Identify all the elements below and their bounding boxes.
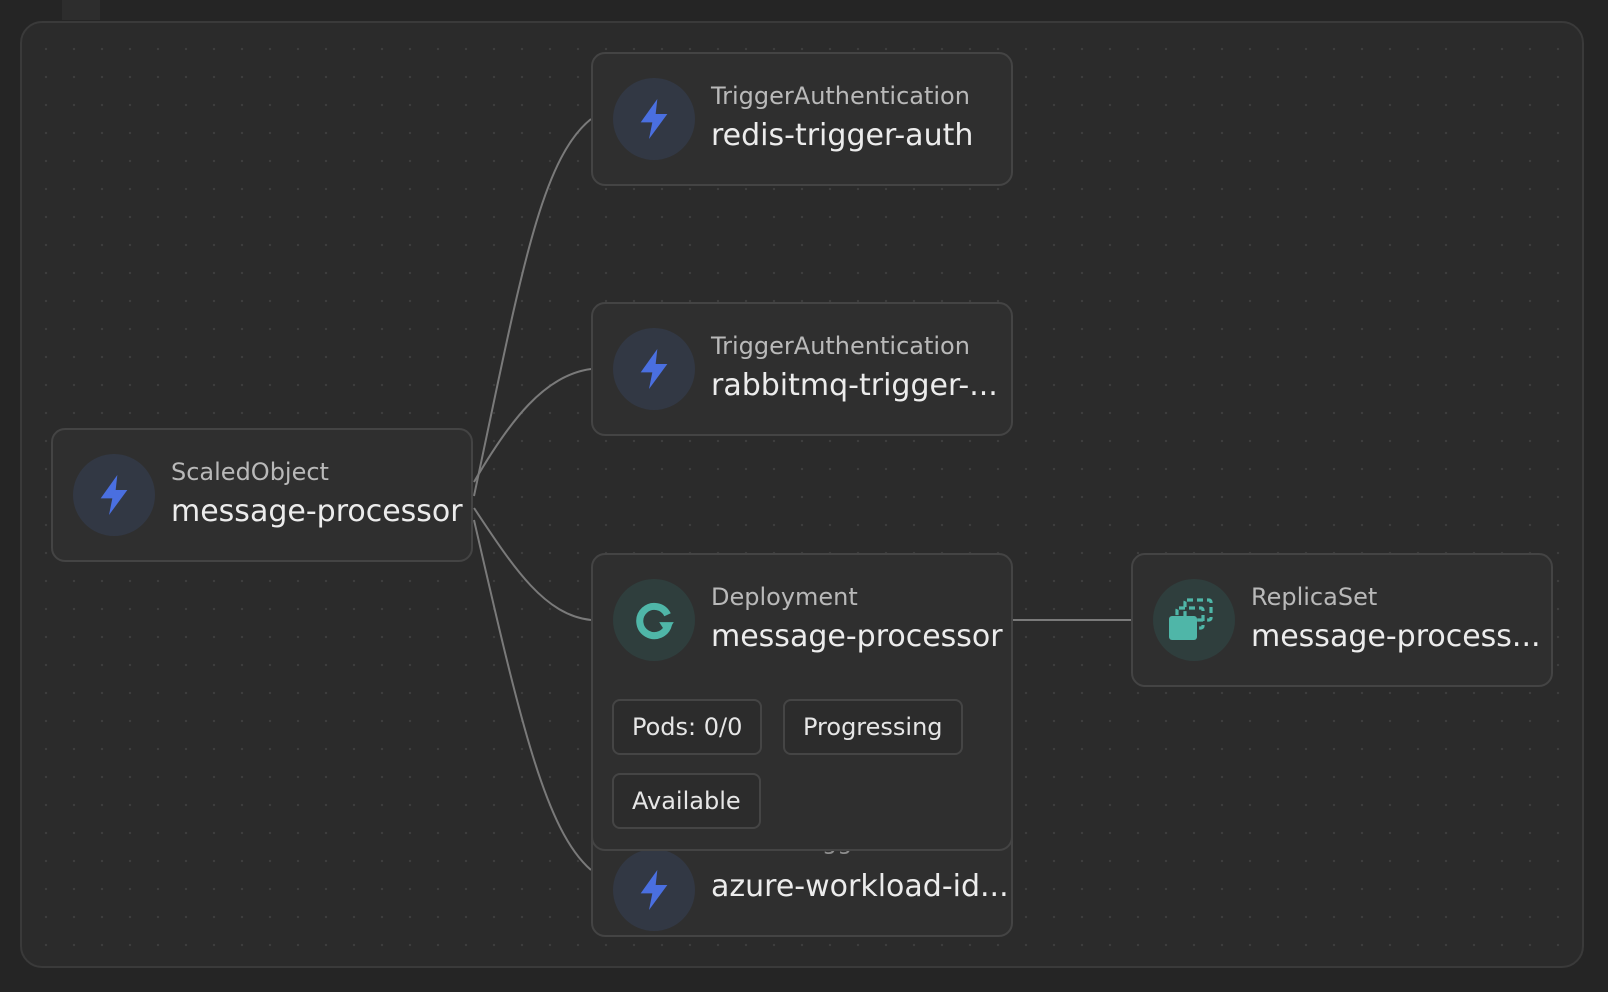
node-kind-label: TriggerAuthentication (711, 82, 970, 110)
node-name: message-process... (1251, 619, 1541, 654)
pods-status-chip: Pods: 0/0 (612, 699, 763, 755)
bolt-icon (613, 849, 695, 931)
node-scaledobject[interactable]: ScaledObject message-processor (51, 428, 473, 562)
node-kind-label: ReplicaSet (1251, 583, 1378, 611)
node-kind-label: TriggerAuthentication (711, 332, 970, 360)
refresh-icon (613, 579, 695, 661)
node-trigger-authentication-rabbitmq[interactable]: TriggerAuthentication rabbitmq-trigger-.… (591, 302, 1013, 436)
node-name: azure-workload-id... (711, 869, 1009, 904)
node-name: redis-trigger-auth (711, 118, 974, 153)
top-tab[interactable] (62, 0, 100, 20)
node-name: message-processor (171, 494, 463, 529)
node-name: rabbitmq-trigger-... (711, 368, 998, 403)
available-status-chip: Available (612, 773, 761, 829)
bolt-icon (613, 328, 695, 410)
progressing-status-chip: Progressing (783, 699, 963, 755)
node-replicaset[interactable]: ReplicaSet message-process... (1131, 553, 1553, 687)
node-kind-label: ScaledObject (171, 458, 329, 486)
node-name: message-processor (711, 619, 1003, 654)
bolt-icon (613, 78, 695, 160)
replicaset-icon (1153, 579, 1235, 661)
node-deployment[interactable]: Deployment message-processor Pods: 0/0 P… (591, 553, 1013, 851)
node-kind-label: Deployment (711, 583, 858, 611)
bolt-icon (73, 454, 155, 536)
node-trigger-authentication-redis[interactable]: TriggerAuthentication redis-trigger-auth (591, 52, 1013, 186)
